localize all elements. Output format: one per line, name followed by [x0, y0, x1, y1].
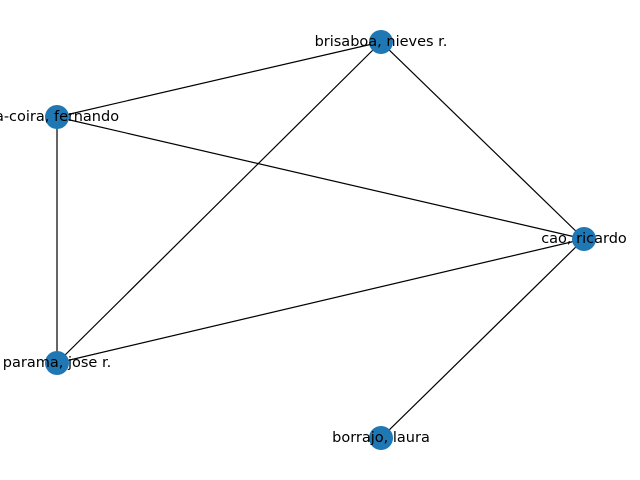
- edge-brisaboa-parama: [56, 41, 382, 364]
- node-fernando: [45, 105, 69, 129]
- labels-layer: brisaboa, nieves r. a-coira, fernando cao,…: [0, 34, 627, 446]
- node-borrajo: [369, 426, 393, 450]
- nodes-layer: [45, 30, 596, 450]
- edges-layer: [56, 41, 585, 439]
- edge-brisaboa-fernando: [56, 41, 382, 118]
- node-parama: [45, 351, 69, 375]
- edge-fernando-cao: [56, 116, 585, 240]
- node-cao: [572, 227, 596, 251]
- node-label-borrajo: borrajo, laura: [332, 430, 430, 446]
- node-label-fernando: a-coira, fernando: [0, 109, 119, 125]
- edge-parama-cao: [56, 238, 585, 364]
- node-label-parama: parama, jose r.: [3, 355, 111, 371]
- node-label-brisaboa: brisaboa, nieves r.: [315, 34, 448, 50]
- node-brisaboa: [369, 30, 393, 54]
- edge-cao-borrajo: [380, 238, 585, 439]
- edge-brisaboa-cao: [380, 41, 585, 240]
- node-label-cao: cao, ricardo: [541, 231, 627, 247]
